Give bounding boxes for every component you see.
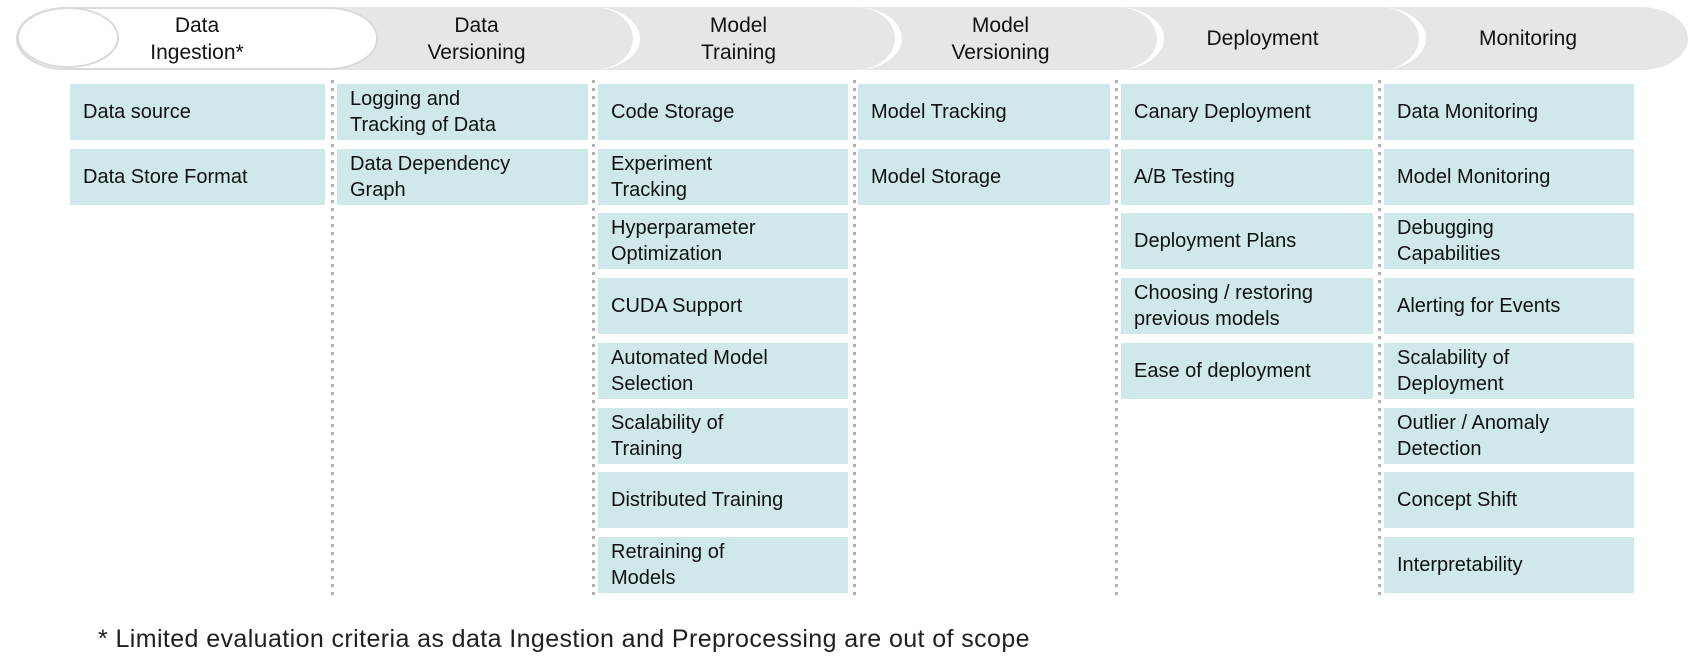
criteria-box: Debugging Capabilities [1384,213,1634,269]
column-data-ingestion: Data source Data Store Format [70,84,325,596]
column-model-versioning: Model Tracking Model Storage [858,84,1110,596]
column-separator [1378,80,1381,597]
column-separator [592,80,595,597]
criteria-box: Logging and Tracking of Data [337,84,588,140]
stage-label: Data Ingestion* [150,13,244,64]
criteria-box: Experiment Tracking [598,149,848,205]
stage-label: Monitoring [1478,27,1578,50]
criteria-box: Concept Shift [1384,472,1634,528]
stage-label: Data Versioning [427,13,526,64]
stage-label: Model Versioning [951,13,1050,64]
criteria-box: CUDA Support [598,278,848,334]
criteria-box: Hyperparameter Optimization [598,213,848,269]
criteria-box: Code Storage [598,84,848,140]
stage-data-ingestion: Data Ingestion* [16,7,378,70]
column-monitoring: Data Monitoring Model Monitoring Debuggi… [1384,84,1634,596]
criteria-box: Distributed Training [598,472,848,528]
column-separator [1115,80,1118,597]
criteria-box: Model Monitoring [1384,149,1634,205]
pipeline-stage-band: Data Ingestion* Data Versioning Model Tr… [0,0,1706,80]
criteria-box: Model Tracking [858,84,1110,140]
criteria-box: Outlier / Anomaly Detection [1384,408,1634,464]
criteria-box: Deployment Plans [1121,213,1373,269]
criteria-box: Data Dependency Graph [337,149,588,205]
criteria-box: Data source [70,84,325,140]
stage-model-training: Model Training [582,7,902,70]
criteria-box: Alerting for Events [1384,278,1634,334]
cylinder-end-cap-ellipse [17,7,119,68]
column-separator [853,80,856,597]
criteria-box: Automated Model Selection [598,343,848,399]
criteria-box: A/B Testing [1121,149,1373,205]
criteria-box: Data Monitoring [1384,84,1634,140]
column-separator [331,80,334,597]
criteria-box: Choosing / restoring previous models [1121,278,1373,334]
criteria-box: Canary Deployment [1121,84,1373,140]
criteria-box: Model Storage [858,149,1110,205]
footnote: * Limited evaluation criteria as data In… [98,625,1030,653]
criteria-box: Data Store Format [70,149,325,205]
criteria-box: Scalability of Deployment [1384,343,1634,399]
column-model-training: Code Storage Experiment Tracking Hyperpa… [598,84,848,596]
criteria-box: Ease of deployment [1121,343,1373,399]
column-data-versioning: Logging and Tracking of Data Data Depend… [337,84,588,596]
column-deployment: Canary Deployment A/B Testing Deployment… [1121,84,1373,596]
stage-label: Deployment [1206,27,1319,50]
criteria-box: Retraining of Models [598,537,848,593]
criteria-box: Scalability of Training [598,408,848,464]
criteria-box: Interpretability [1384,537,1634,593]
stage-label: Model Training [700,13,777,64]
